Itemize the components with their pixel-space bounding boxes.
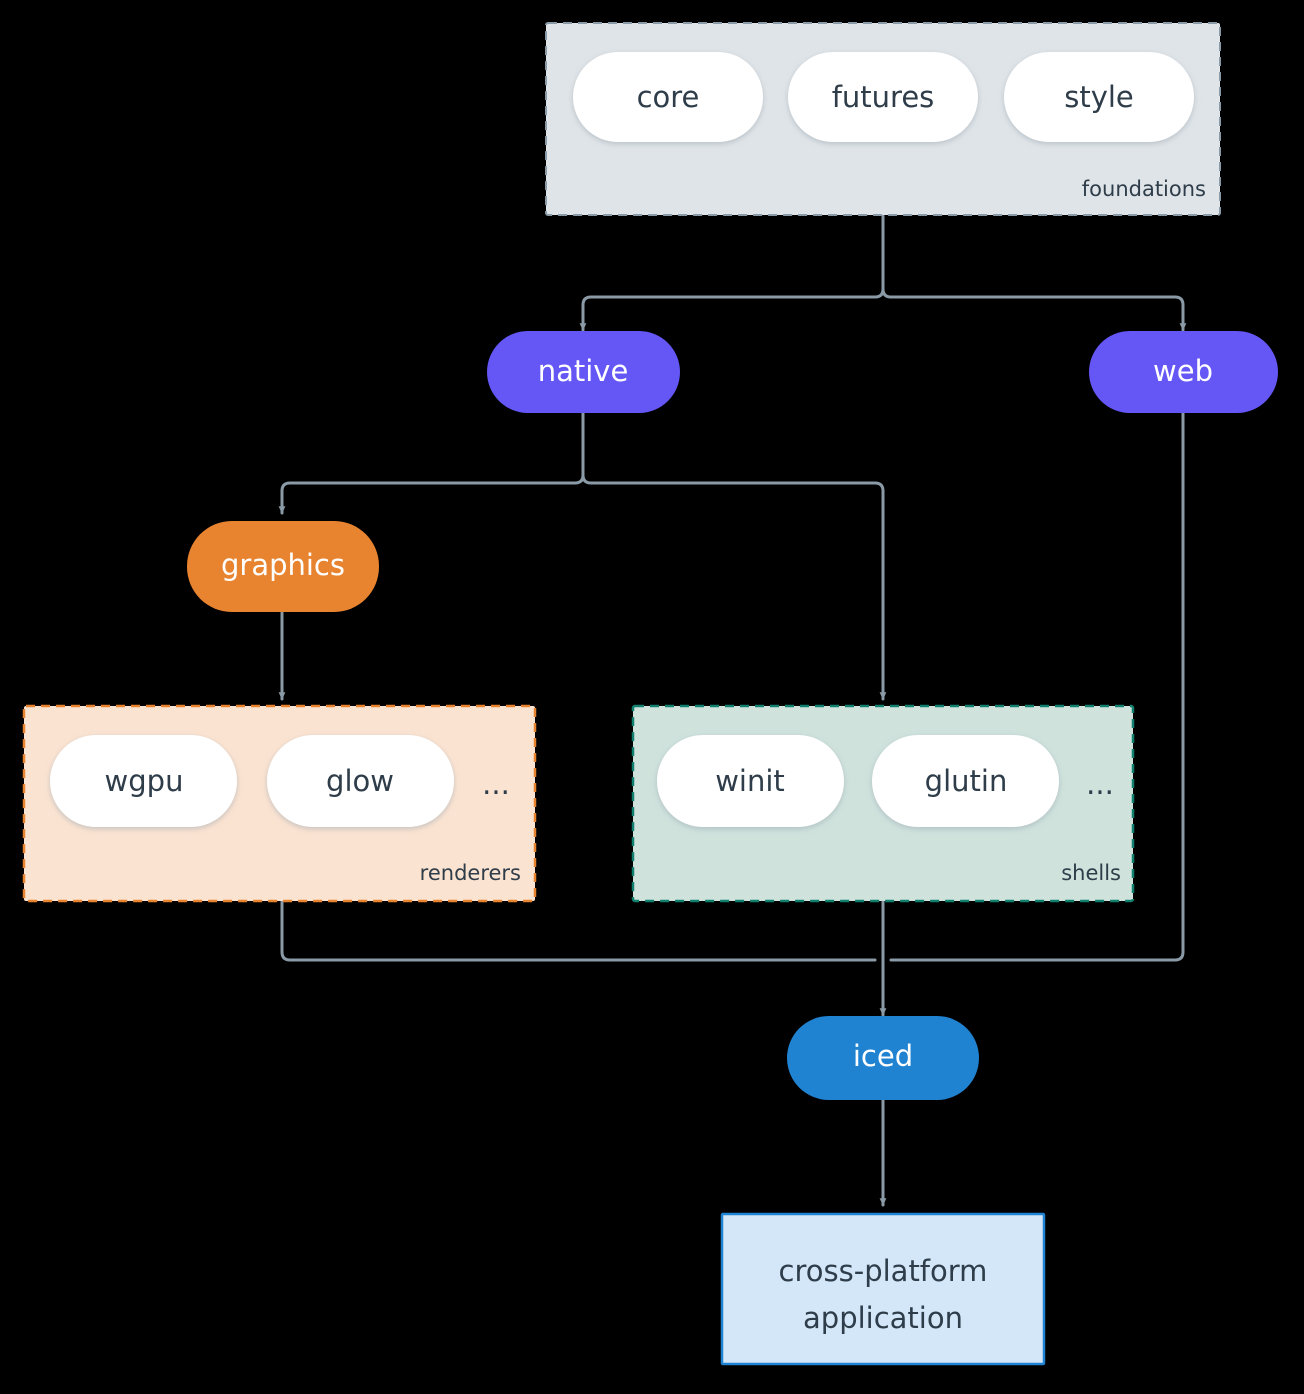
application-box-line1: cross-platform [779,1254,988,1288]
pill-wgpu[interactable]: wgpu [50,735,237,827]
node-iced[interactable]: iced [787,1016,979,1100]
node-web-shape [1089,331,1278,413]
application-box-shape [720,1212,1046,1366]
pill-futures-label: futures [832,80,935,114]
node-native-shape [487,331,680,413]
pill-style-shape [1004,52,1194,142]
node-graphics-shape [187,521,379,612]
edge-foundations-to-web [881,287,1187,332]
node-iced-shape [787,1016,979,1100]
pill-core-shape [573,52,763,142]
pill-glow[interactable]: glow [267,735,454,827]
pill-winit[interactable]: winit [657,735,844,827]
pill-glutin-label: glutin [925,764,1008,798]
node-graphics[interactable]: graphics [187,521,379,612]
group-foundations: core futures style foundations [545,22,1221,216]
edge-foundations-to-native [579,287,885,332]
node-native[interactable]: native [487,331,680,413]
pill-core[interactable]: core [573,52,763,142]
edge-renderers-to-iced [280,900,877,962]
edge-native-to-graphics [278,473,585,515]
pill-winit-label: winit [715,764,785,798]
pill-futures[interactable]: futures [788,52,978,142]
pill-glutin[interactable]: glutin [872,735,1059,827]
group-shells: winit glutin ... shells [631,704,1135,903]
pill-futures-shape [788,52,978,142]
pill-glutin-shape [872,735,1059,827]
pill-style[interactable]: style [1004,52,1194,142]
node-native-label: native [538,354,629,388]
pill-style-label: style [1064,80,1134,114]
node-graphics-label: graphics [221,548,345,582]
edge-web-to-iced [889,411,1185,962]
pill-winit-shape [657,735,844,827]
node-web-label: web [1153,354,1213,388]
group-renderers-label: renderers [420,861,521,885]
shells-overflow-ellipsis: ... [1086,767,1114,801]
pill-core-label: core [637,80,700,114]
pill-glow-label: glow [326,764,394,798]
node-iced-label: iced [853,1039,913,1073]
group-shells-label: shells [1061,861,1121,885]
pill-wgpu-label: wgpu [105,764,184,798]
application-box-line2: application [803,1301,963,1335]
edge-native-to-shells [581,473,887,701]
pill-glow-shape [267,735,454,827]
group-foundations-label: foundations [1082,177,1206,201]
node-cross-platform-application[interactable]: cross-platform application [720,1212,1046,1366]
renderers-overflow-ellipsis: ... [482,767,510,801]
pill-wgpu-shape [50,735,237,827]
group-renderers: wgpu glow ... renderers [22,704,537,903]
node-web[interactable]: web [1089,331,1278,413]
edge-layer [278,214,1187,1207]
